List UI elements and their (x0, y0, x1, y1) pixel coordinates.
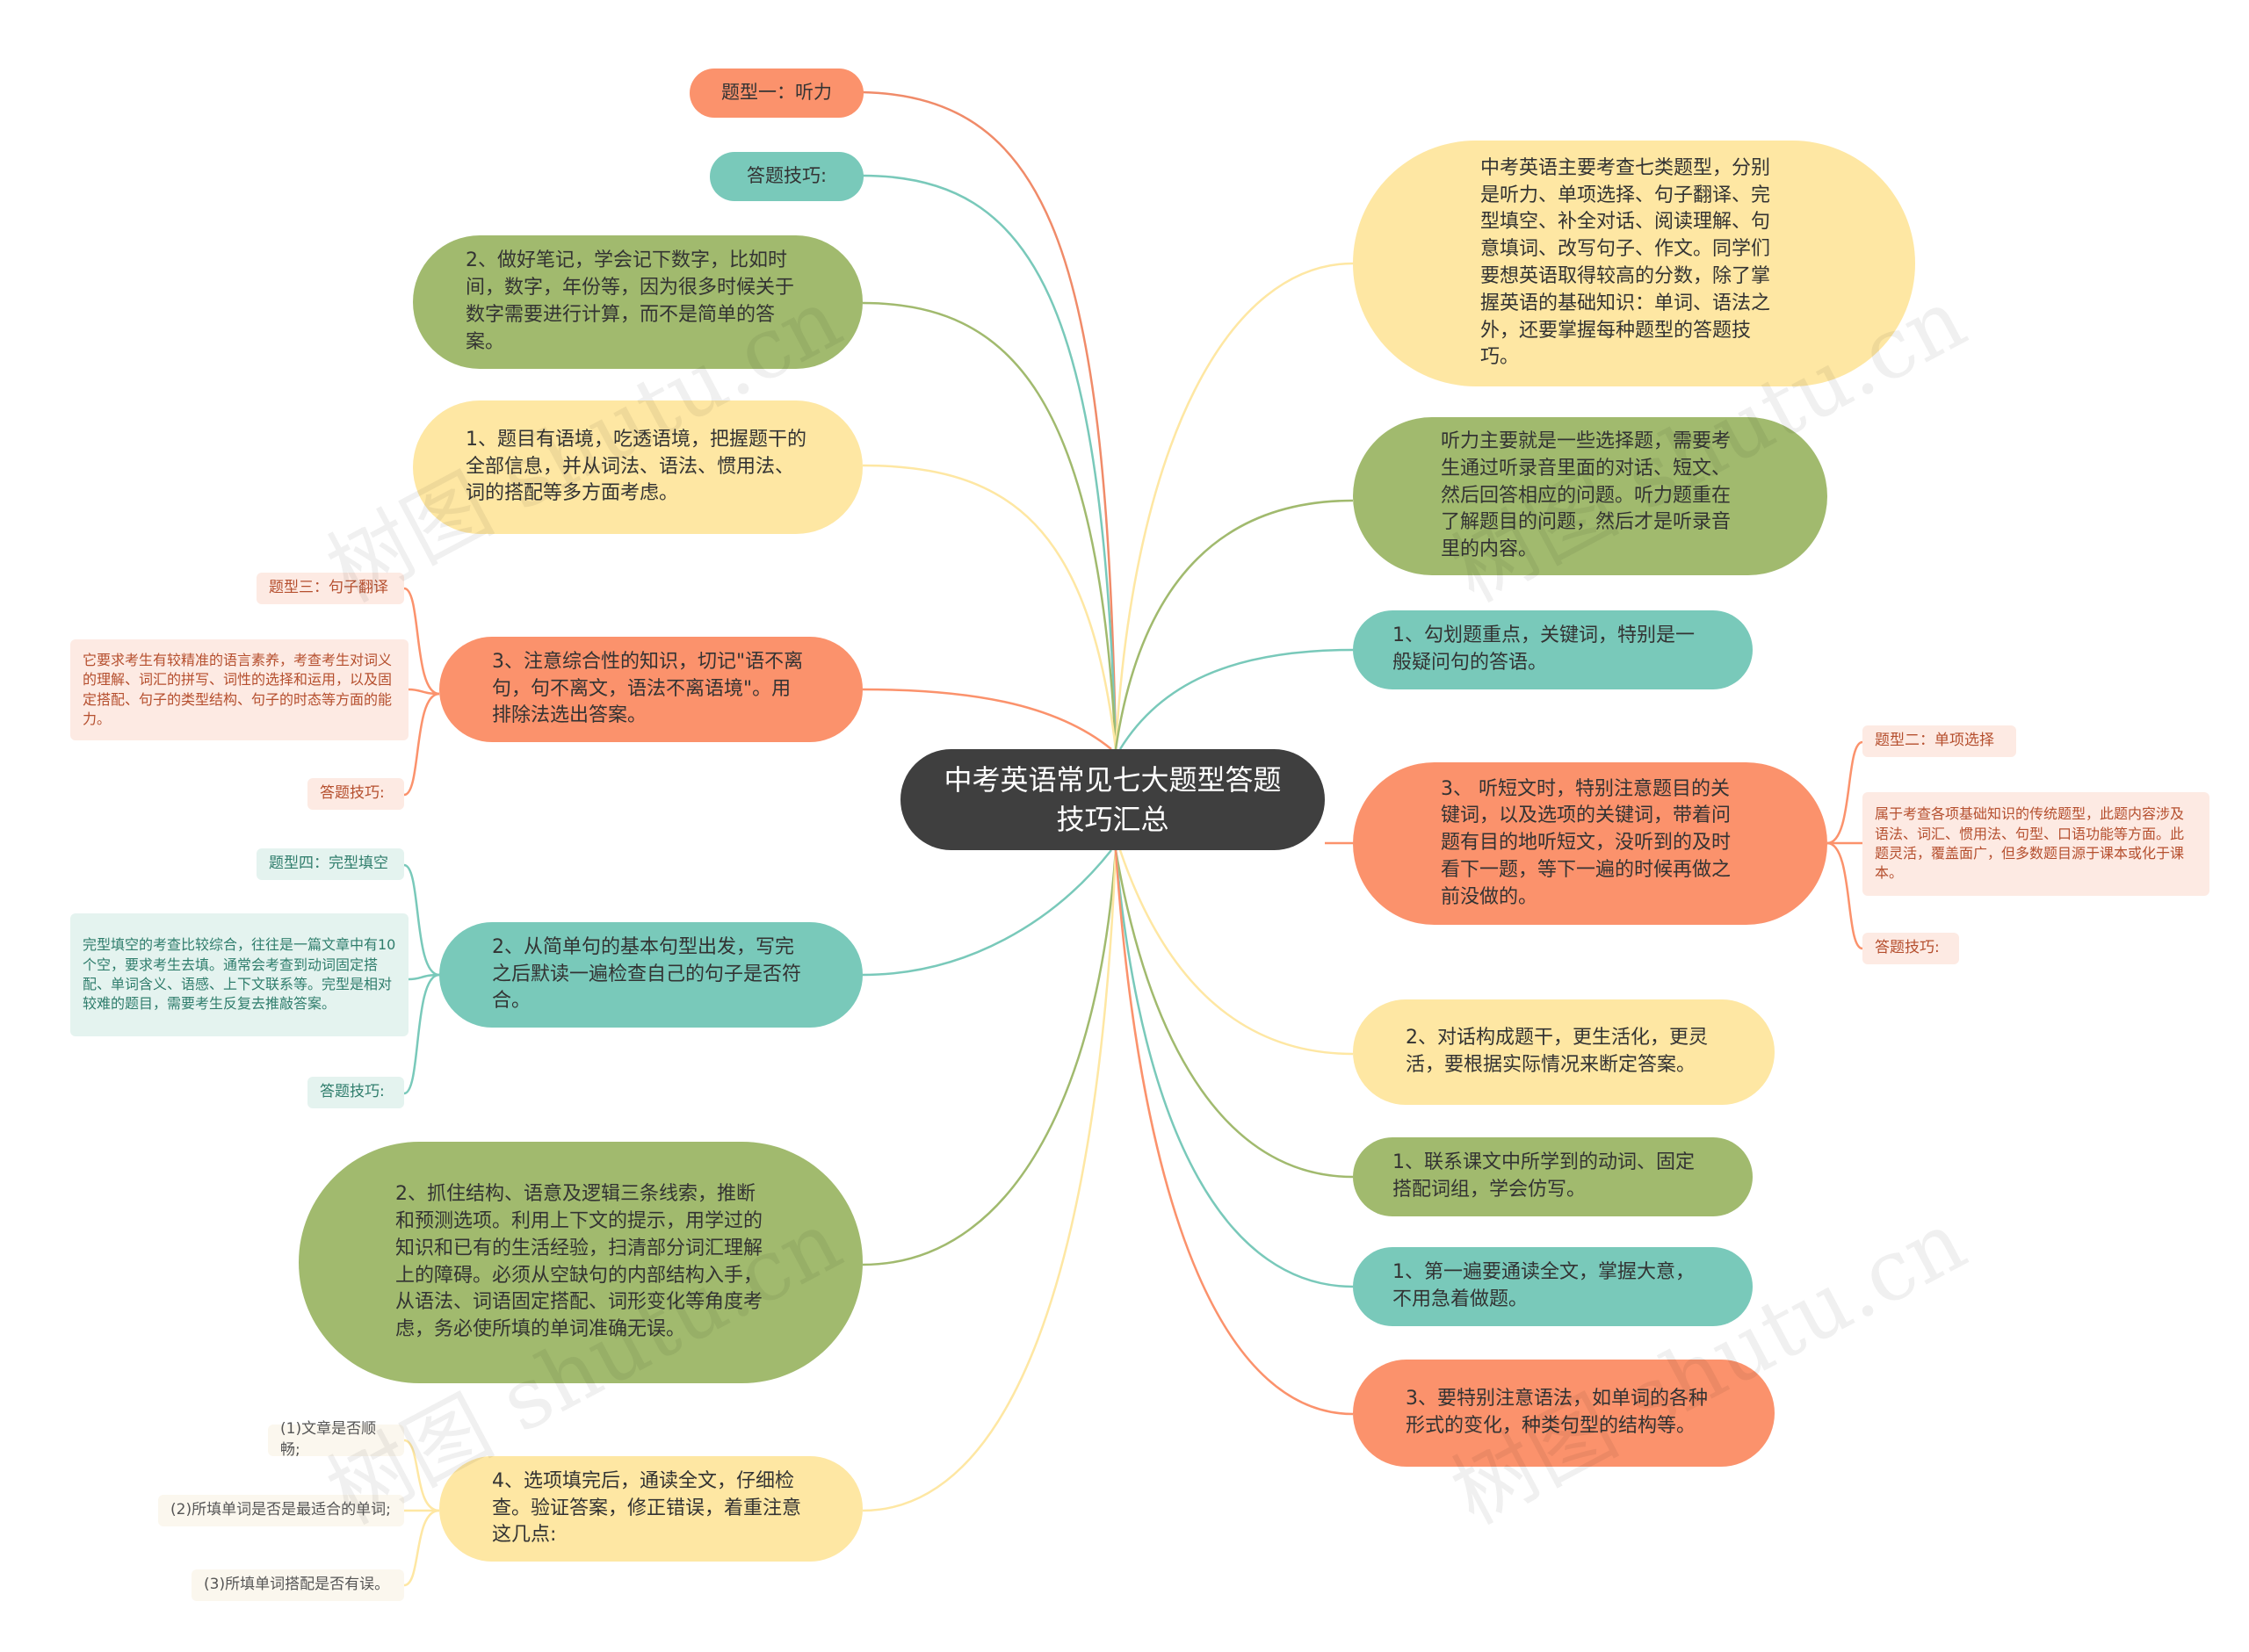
dialogue-stem-tip[interactable]: 2、对话构成题干，更生活化，更灵活，要根据实际情况来断定答案。 (1353, 999, 1775, 1105)
link-n3-c (403, 692, 440, 797)
intro-seven-types[interactable]: 中考英语主要考查七类题型，分别是听力、单项选择、句子翻译、完型填空、补全对话、阅… (1353, 141, 1915, 386)
translation-description: 它要求考生有较精准的语言素养，考查考生对词义的理解、词汇的拼写、词性的选择和运用… (70, 639, 409, 740)
type-two-single-choice-label[interactable]: 题型二：单项选择 (1862, 725, 2016, 757)
link-r1 (1114, 262, 1354, 750)
listening-tip-label[interactable]: 答题技巧: (710, 152, 864, 201)
cloze-description: 完型填空的考查比较综合，往往是一篇文章中有10个空，要求考生去填。通常会考查到动… (70, 913, 409, 1036)
cloze-tip-label[interactable]: 答题技巧: (307, 1077, 404, 1108)
link-n6-a (403, 1439, 440, 1512)
link-t1 (862, 90, 1117, 750)
listening-note-numbers[interactable]: 2、做好笔记，学会记下数字，比如时间，数字，年份等，因为很多时候关于数字需要进行… (413, 235, 863, 369)
check-point-collocation: (3)所填单词搭配是否有误。 (192, 1569, 404, 1601)
textbook-phrases-tip[interactable]: 1、联系课文中所学到的动词、固定搭配词组，学会仿写。 (1353, 1137, 1753, 1216)
link-n3-a (403, 587, 440, 696)
link-r5 (1118, 849, 1354, 1056)
link-t1-tip (862, 174, 1117, 750)
link-n2 (862, 464, 1117, 750)
single-choice-tip-label[interactable]: 答题技巧: (1862, 933, 1959, 964)
link-n3 (862, 688, 1112, 750)
link-n4-a (403, 863, 440, 977)
type-one-listening[interactable]: 题型一：听力 (690, 69, 864, 118)
choice-context-tip[interactable]: 1、题目有语境，吃透语境，把握题干的全部信息，并从词法、语法、惯用法、词的搭配等… (413, 400, 863, 534)
read-through-tip[interactable]: 1、第一遍要通读全文，掌握大意，不用急着做题。 (1353, 1247, 1753, 1326)
link-n5 (862, 849, 1117, 1266)
type-four-cloze-label[interactable]: 题型四：完型填空 (257, 848, 404, 880)
single-choice-description: 属于考查各项基础知识的传统题型，此题内容涉及语法、词汇、惯用法、句型、口语功能等… (1862, 792, 2209, 896)
short-passage-listening-tip[interactable]: 3、 听短文时，特别注意题目的关键词，以及选项的关键词，带着问题有目的地听短文，… (1353, 762, 1827, 925)
cloze-structure-tip[interactable]: 2、抓住结构、语意及逻辑三条线索，推断和预测选项。利用上下文的提示，用学过的知识… (299, 1142, 863, 1383)
translation-tip-label[interactable]: 答题技巧: (307, 778, 404, 810)
link-n4-c (403, 973, 440, 1095)
cloze-simple-sentence-tip[interactable]: 2、从简单句的基本句型出发，写完之后默读一遍检查自己的句子是否符合。 (439, 922, 863, 1028)
link-r6 (1114, 849, 1354, 1179)
link-n6-c (403, 1509, 440, 1587)
mark-key-words-tip[interactable]: 1、勾划题重点，关键词，特别是一般疑问句的答语。 (1353, 610, 1753, 689)
link-r4-c (1826, 841, 1863, 950)
root-topic[interactable]: 中考英语常见七大题型答题技巧汇总 (900, 749, 1325, 850)
translation-tip-node[interactable]: 3、注意综合性的知识，切记"语不离句，句不离文，语法不离语境"。用排除法选出答案… (439, 637, 863, 742)
listening-description[interactable]: 听力主要就是一些选择题，需要考生通过听录音里面的对话、短文、然后回答相应的问题。… (1353, 417, 1827, 575)
link-n4 (862, 849, 1112, 977)
check-point-best-word: (2)所填单词是否是最适合的单词; (158, 1495, 404, 1526)
link-n6 (862, 849, 1117, 1512)
link-r8 (1114, 849, 1354, 1416)
link-r3 (1118, 648, 1354, 750)
check-point-fluency: (1)文章是否顺畅; (268, 1420, 404, 1459)
grammar-attention-tip[interactable]: 3、要特别注意语法，如单词的各种形式的变化，种类句型的结构等。 (1353, 1360, 1775, 1467)
type-three-translation-label[interactable]: 题型三：句子翻译 (257, 573, 404, 604)
cloze-check-tip[interactable]: 4、选项填完后，通读全文，仔细检查。验证答案，修正错误，着重注意这几点: (439, 1456, 863, 1562)
link-n1 (862, 301, 1117, 750)
link-r2 (1114, 499, 1354, 750)
link-r4-a (1826, 740, 1863, 845)
link-r7 (1114, 849, 1354, 1288)
